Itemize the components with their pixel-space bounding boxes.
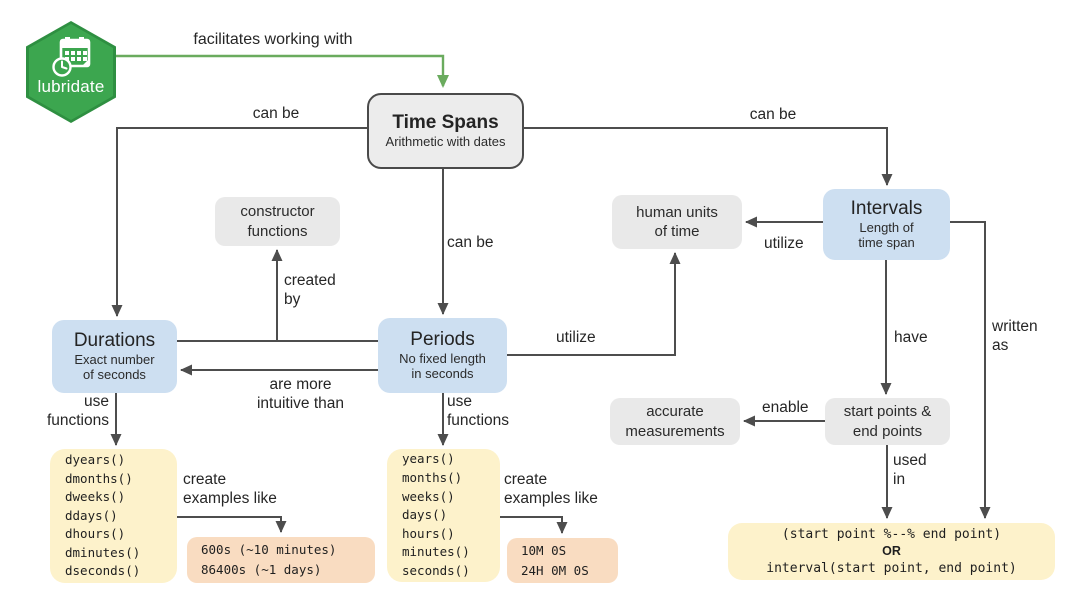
time-spans-title: Time Spans: [392, 112, 499, 134]
edge-label-use-functions-durations: use functions: [46, 393, 109, 430]
edge-label-written-as: written as: [992, 318, 1038, 355]
edge-label-use-functions-periods: use functions: [447, 393, 510, 430]
edge-label-utilize-intervals: utilize: [764, 235, 804, 252]
periods-subtitle: No fixed length in seconds: [399, 350, 486, 382]
edge-facilitates: [108, 54, 449, 88]
edge-label-created-by: created by: [284, 272, 336, 309]
code-line: dhours(): [65, 526, 126, 542]
edge-label-used-in: used in: [893, 452, 927, 489]
or-label: OR: [882, 544, 901, 558]
durations-examples-box: 600s (~10 minutes) 86400s (~1 days): [187, 537, 375, 583]
time-spans-subtitle: Arithmetic with dates: [385, 133, 506, 149]
code-line: months(): [402, 470, 463, 486]
intervals-subtitle: Length of time span: [858, 219, 915, 251]
code-line: (start point %--% end point): [781, 527, 1002, 542]
periods-title: Periods: [410, 328, 475, 350]
edge-label-more-intuitive: are more intuitive than: [256, 376, 345, 413]
code-line: 600s (~10 minutes): [201, 542, 337, 557]
code-line: dyears(): [65, 451, 126, 467]
periods-functions-box: years() months() weeks() days() hours() …: [387, 449, 500, 582]
code-line: 86400s (~1 days): [201, 562, 322, 577]
logo-text: lubridate: [37, 77, 105, 96]
code-line: hours(): [402, 525, 455, 541]
edge-can-be-intervals: [520, 127, 893, 186]
interval-notation-box: (start point %--% end point) OR interval…: [728, 523, 1055, 580]
edge-periods-utilize: [507, 252, 681, 356]
periods-examples-box: 10M 0S 24H 0M 0S: [507, 538, 618, 583]
lubridate-logo: lubridate: [26, 21, 116, 123]
durations-subtitle: Exact number of seconds: [74, 351, 155, 383]
durations-functions-box: dyears() dmonths() dweeks() ddays() dhou…: [50, 449, 177, 583]
edge-written-as: [950, 221, 991, 519]
code-line: ddays(): [65, 507, 118, 523]
edge-can-be-durations: [111, 127, 367, 317]
code-line: years(): [402, 451, 455, 467]
node-accurate-measurements: accurate measurements: [610, 398, 740, 445]
node-periods: Periods No fixed length in seconds: [378, 318, 507, 393]
edge-label-create-examples-durations: create examples like: [183, 471, 277, 508]
node-constructor-functions: constructor functions: [215, 197, 340, 246]
calendar-clock-icon: [52, 37, 91, 77]
node-start-end-points: start points & end points: [825, 398, 950, 445]
code-line: interval(start point, end point): [766, 561, 1017, 576]
node-time-spans: Time Spans Arithmetic with dates: [367, 93, 524, 169]
edge-d-create-examples: [177, 516, 287, 533]
lubridate-logo-face: lubridate: [29, 24, 113, 120]
node-intervals: Intervals Length of time span: [823, 189, 950, 260]
edge-label-facilitates: facilitates working with: [193, 31, 353, 48]
edge-label-enable: enable: [762, 399, 809, 416]
code-line: 10M 0S: [521, 542, 567, 558]
code-line: 24H 0M 0S: [521, 562, 589, 578]
node-durations: Durations Exact number of seconds: [52, 320, 177, 393]
code-line: days(): [402, 507, 448, 523]
edge-label-have: have: [894, 329, 928, 346]
code-line: weeks(): [402, 488, 455, 504]
edge-label-create-examples-periods: create examples like: [504, 471, 598, 508]
edge-label-utilize-periods: utilize: [556, 329, 596, 346]
node-human-units: human units of time: [612, 195, 742, 249]
code-line: dminutes(): [65, 544, 141, 560]
edge-label-can-be-right: can be: [749, 106, 797, 123]
edge-p-create-examples: [500, 516, 568, 534]
code-line: seconds(): [402, 562, 470, 578]
code-line: dmonths(): [65, 470, 133, 486]
edge-label-can-be-mid: can be: [447, 234, 494, 251]
durations-title: Durations: [73, 329, 156, 351]
code-line: dweeks(): [65, 489, 126, 505]
code-line: minutes(): [402, 544, 470, 560]
intervals-title: Intervals: [850, 197, 923, 219]
edge-label-can-be-left: can be: [252, 105, 300, 122]
code-line: dseconds(): [65, 563, 141, 579]
